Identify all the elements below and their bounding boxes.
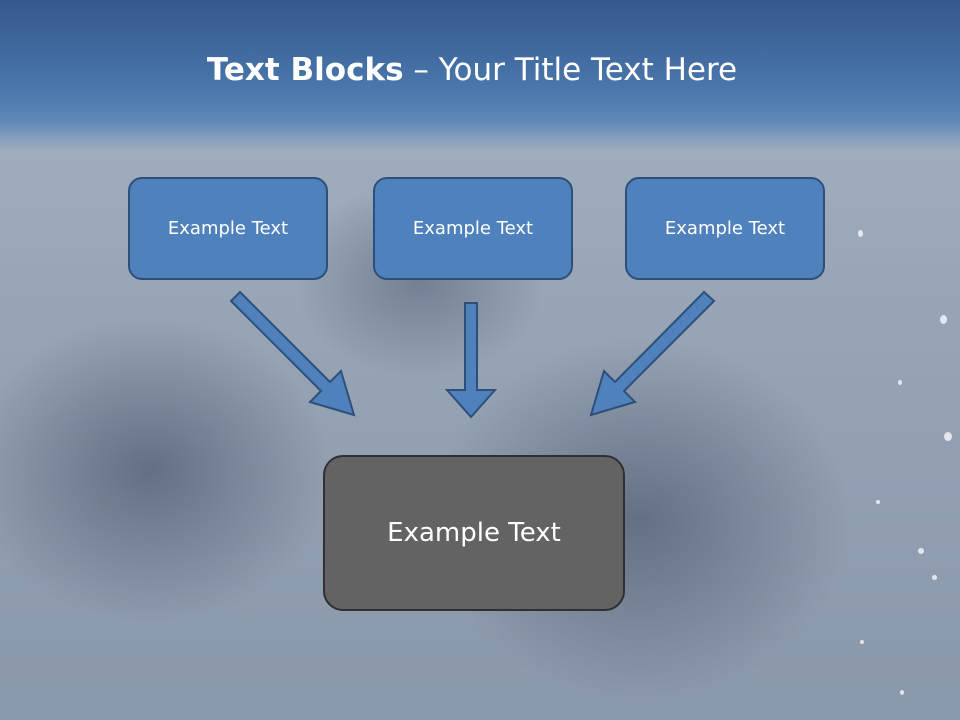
text-block-left[interactable]: Example Text bbox=[128, 177, 328, 280]
title-separator: – bbox=[403, 52, 439, 88]
text-block-label: Example Text bbox=[664, 218, 786, 239]
center-block-label: Example Text bbox=[387, 518, 561, 548]
snowflake bbox=[940, 315, 947, 324]
arrow-left bbox=[229, 290, 356, 417]
title-bold: Text Blocks bbox=[206, 52, 404, 88]
center-text-block[interactable]: Example Text bbox=[323, 455, 625, 611]
arrow-middle bbox=[444, 302, 498, 419]
snowflake bbox=[858, 230, 863, 237]
snowflake bbox=[898, 380, 902, 385]
snowflake bbox=[876, 500, 880, 504]
snowflake bbox=[918, 548, 924, 554]
text-block-right[interactable]: Example Text bbox=[625, 177, 825, 280]
arrow-right bbox=[589, 290, 716, 417]
title-banner bbox=[0, 0, 960, 150]
text-block-label: Example Text bbox=[167, 218, 289, 239]
title-rest: Your Title Text Here bbox=[438, 52, 738, 88]
slide-title: Text Blocks – Your Title Text Here bbox=[0, 52, 944, 88]
snowflake bbox=[860, 640, 864, 644]
snowflake bbox=[944, 432, 952, 441]
snowflake bbox=[900, 690, 904, 695]
snowflake bbox=[932, 575, 937, 580]
text-block-middle[interactable]: Example Text bbox=[373, 177, 573, 280]
text-block-label: Example Text bbox=[412, 218, 534, 239]
